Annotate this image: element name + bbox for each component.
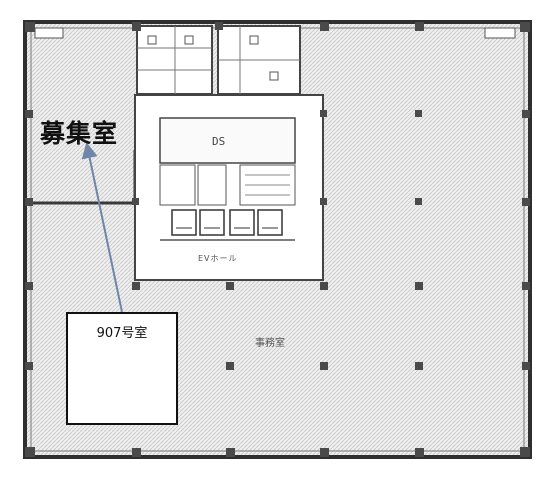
elevator-icon	[257, 209, 283, 236]
elevator-icon	[171, 209, 197, 236]
recruit-room-label: 募集室	[40, 119, 119, 148]
elevator-hall-label: EVホール	[198, 254, 238, 263]
building-core	[134, 25, 324, 281]
ds-room	[159, 117, 296, 164]
toilet-icon	[269, 71, 279, 81]
elevator-icon	[199, 209, 225, 236]
office-label: 事務室	[255, 338, 285, 349]
ds-label: DS	[212, 135, 226, 148]
core-room-mid	[197, 164, 227, 206]
corner-notch-tr	[484, 27, 516, 39]
toilet-icon	[249, 35, 259, 45]
room-number-label: 907号室	[96, 326, 148, 341]
toilet-icon	[184, 35, 194, 45]
columns	[25, 22, 530, 457]
arrow-up-left-icon	[81, 142, 123, 313]
toilet-icon	[147, 35, 157, 45]
elevator-icon	[229, 209, 255, 236]
room-907-box: 907号室	[66, 312, 178, 425]
elevator-bank	[171, 209, 283, 236]
outer-wall	[23, 20, 532, 459]
corner-notch-tl	[34, 27, 64, 39]
core-room-left	[159, 164, 196, 206]
